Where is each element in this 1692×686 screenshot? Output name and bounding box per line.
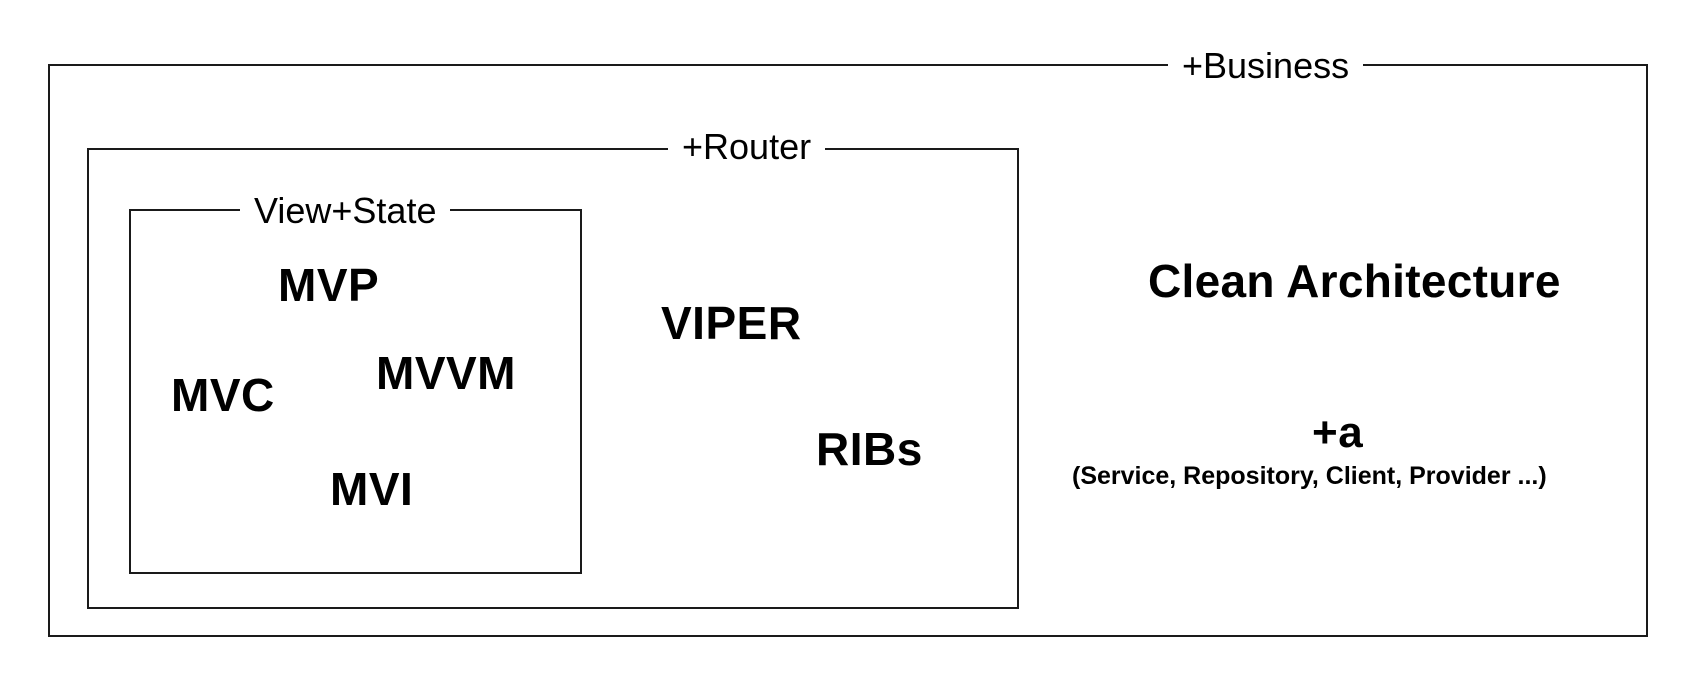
pattern-viper: VIPER [661,297,802,349]
pattern-mvvm: MVVM [376,347,516,399]
pattern-mvc: MVC [171,369,275,421]
router-box [87,148,1019,609]
business-box [48,64,1648,637]
pattern-ribs: RIBs [816,423,923,475]
business-label: +Business [1168,48,1364,84]
clean-architecture: Clean Architecture [1148,255,1561,307]
pattern-mvi: MVI [330,463,414,515]
view-state-label: View+State [240,193,451,229]
router-label: +Router [668,129,826,165]
plus-a: +a [1312,408,1364,457]
plus-a-detail: (Service, Repository, Client, Provider .… [1072,462,1547,490]
pattern-mvp: MVP [278,259,380,311]
